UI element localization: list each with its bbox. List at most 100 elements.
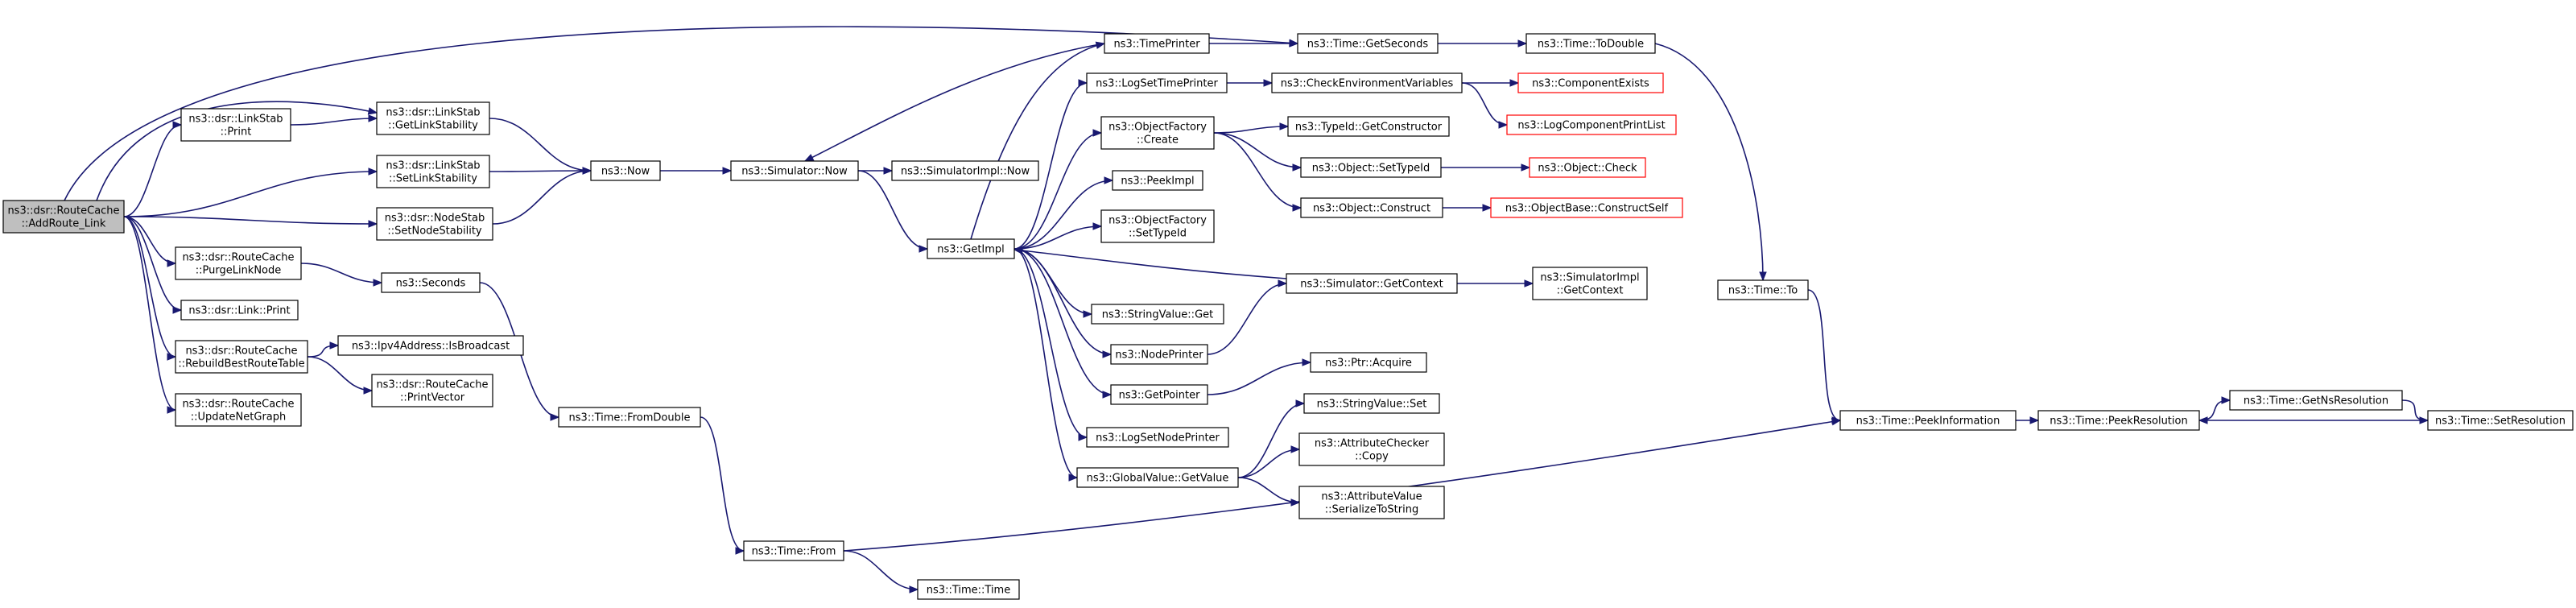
edge-line	[1013, 249, 1287, 279]
edge-of_create-to-typeid_getctor	[1213, 122, 1290, 134]
node-componentexists[interactable]: ns3::ComponentExists	[1517, 72, 1664, 93]
node-objbase_constructself[interactable]: ns3::ObjectBase::ConstructSelf	[1490, 197, 1683, 218]
node-sim_getcontext[interactable]: ns3::Simulator::GetContext	[1286, 273, 1458, 294]
node-simimpl_now[interactable]: ns3::SimulatorImpl::Now	[891, 160, 1039, 181]
node-peekimpl[interactable]: ns3::PeekImpl	[1112, 170, 1203, 191]
node-box	[1839, 410, 2017, 431]
edge-arrowhead	[909, 585, 919, 594]
node-addroute[interactable]: ns3::dsr::RouteCache::AddRoute_Link	[2, 200, 125, 234]
node-box	[1300, 157, 1442, 178]
node-getlinkstab[interactable]: ns3::dsr::LinkStab::GetLinkStability	[376, 101, 490, 135]
node-box	[1310, 352, 1427, 373]
node-logcomponentprintlist[interactable]: ns3::LogComponentPrintList	[1506, 114, 1677, 135]
node-peekres[interactable]: ns3::Time::PeekResolution	[2037, 410, 2200, 431]
edge-arrowhead	[1521, 163, 1531, 172]
node-stringvalue_get[interactable]: ns3::StringValue::Get	[1091, 304, 1224, 325]
node-label: ns3::Simulator::Now	[741, 166, 848, 178]
edge-line	[2401, 399, 2429, 421]
node-setnodestab[interactable]: ns3::dsr::NodeStab::SetNodeStability	[376, 207, 493, 241]
node-time_from[interactable]: ns3::Time::From	[743, 540, 844, 561]
node-box	[1091, 304, 1224, 325]
node-getseconds[interactable]: ns3::Time::GetSeconds	[1297, 33, 1439, 54]
node-gv_getvalue[interactable]: ns3::GlobalValue::GetValue	[1076, 467, 1239, 488]
node-getimpl[interactable]: ns3::GetImpl	[927, 238, 1015, 259]
node-logsettimeprinter[interactable]: ns3::LogSetTimePrinter	[1086, 72, 1228, 93]
node-obj_settypeid[interactable]: ns3::Object::SetTypeId	[1300, 157, 1442, 178]
edge-arrowhead	[1263, 79, 1274, 87]
edge-arrowhead	[1078, 433, 1088, 441]
node-now[interactable]: ns3::Now	[590, 160, 661, 181]
node-label: ns3::LogSetTimePrinter	[1096, 78, 1218, 90]
node-ptr_acquire[interactable]: ns3::Ptr::Acquire	[1310, 352, 1427, 373]
edge-arrowhead	[167, 406, 177, 414]
node-link_print[interactable]: ns3::dsr::Link::Print	[180, 300, 299, 321]
node-seconds[interactable]: ns3::Seconds	[381, 272, 481, 293]
node-sim_now[interactable]: ns3::Simulator::Now	[730, 160, 859, 181]
edge-sim_getcontext-to-getimpl	[1013, 246, 1287, 279]
node-box	[1525, 33, 1656, 54]
node-label: ns3::dsr::LinkStab	[188, 114, 283, 126]
node-time_to[interactable]: ns3::Time::To	[1717, 279, 1809, 300]
node-stringvalue_set[interactable]: ns3::StringValue::Set	[1303, 393, 1440, 414]
node-obj_check[interactable]: ns3::Object::Check	[1529, 157, 1646, 178]
node-box	[1490, 197, 1683, 218]
edge-line	[489, 170, 592, 172]
edge-arrowhead	[1278, 279, 1288, 287]
edge-arrowhead	[368, 220, 378, 228]
node-of_settypeid[interactable]: ns3::ObjectFactory::SetTypeId	[1100, 209, 1215, 243]
node-checkenv[interactable]: ns3::CheckEnvironmentVariables	[1271, 72, 1463, 93]
edge-arrowhead	[1013, 246, 1023, 254]
node-simimpl_getcontext[interactable]: ns3::SimulatorImpl::GetContext	[1532, 267, 1648, 300]
node-label: ns3::Time::SetResolution	[2435, 416, 2566, 428]
node-box	[371, 374, 493, 407]
node-time_time[interactable]: ns3::Time::Time	[917, 579, 1020, 600]
edge-line	[1013, 225, 1102, 250]
edge-arrowhead	[1498, 121, 1509, 129]
edge-timeprinter-to-sim_now	[803, 43, 1105, 162]
node-ipv4bcast[interactable]: ns3::Ipv4Address::IsBroadcast	[337, 335, 524, 356]
node-purgelinknode[interactable]: ns3::dsr::RouteCache::PurgeLinkNode	[175, 246, 302, 280]
node-attrvalue_ser[interactable]: ns3::AttributeValue::SerializeToString	[1298, 486, 1445, 519]
node-typeid_getctor[interactable]: ns3::TypeId::GetConstructor	[1287, 116, 1450, 137]
edge-line	[1013, 248, 1112, 395]
edge-arrowhead	[1292, 204, 1302, 212]
node-label: ns3::Now	[601, 166, 650, 178]
node-getnsres[interactable]: ns3::Time::GetNsResolution	[2229, 390, 2403, 411]
edge-arrowhead	[1302, 358, 1312, 366]
node-getpointer[interactable]: ns3::GetPointer	[1110, 384, 1208, 405]
node-updatenetgraph[interactable]: ns3::dsr::RouteCache::UpdateNetGraph	[175, 393, 302, 427]
edge-arrowhead	[2029, 416, 2040, 424]
node-timeprinter[interactable]: ns3::TimePrinter	[1104, 33, 1210, 54]
node-box	[1517, 72, 1664, 93]
edge-getimpl-to-getpointer	[1013, 248, 1113, 399]
node-obj_construct[interactable]: ns3::Object::Construct	[1300, 197, 1443, 218]
node-label: ns3::AttributeValue	[1321, 491, 1422, 503]
edge-arrowhead	[1102, 391, 1113, 399]
node-peekinfo[interactable]: ns3::Time::PeekInformation	[1839, 410, 2017, 431]
node-linkstab_print[interactable]: ns3::dsr::LinkStab::Print	[180, 108, 291, 142]
node-label: ns3::dsr::RouteCache	[185, 345, 297, 358]
node-fromdouble[interactable]: ns3::Time::FromDouble	[558, 407, 701, 428]
node-setres[interactable]: ns3::Time::SetResolution	[2427, 410, 2574, 431]
node-logsetnodeprinter[interactable]: ns3::LogSetNodePrinter	[1086, 427, 1229, 448]
node-of_create[interactable]: ns3::ObjectFactory::Create	[1100, 116, 1215, 150]
node-setlinkstab[interactable]: ns3::dsr::LinkStab::SetLinkStability	[376, 155, 490, 188]
edge-arrowhead	[1290, 445, 1301, 453]
edge-timeprinter-to-getseconds	[1209, 39, 1299, 48]
node-box	[180, 300, 299, 321]
node-box	[337, 335, 524, 356]
node-printvector[interactable]: ns3::dsr::RouteCache::PrintVector	[371, 374, 493, 407]
edge-getimpl-to-nodeprinter	[1013, 248, 1113, 358]
node-label: ns3::Time::PeekResolution	[2050, 416, 2187, 428]
node-box	[180, 108, 291, 142]
node-attrchecker_copy[interactable]: ns3::AttributeChecker::Copy	[1298, 432, 1445, 466]
node-label: ns3::SimulatorImpl::Now	[901, 166, 1030, 178]
edge-gv_getvalue-to-attrvalue_ser	[1237, 477, 1301, 507]
node-box	[1717, 279, 1809, 300]
node-nodeprinter[interactable]: ns3::NodePrinter	[1110, 344, 1208, 365]
node-todouble[interactable]: ns3::Time::ToDouble	[1525, 33, 1656, 54]
node-rebuild[interactable]: ns3::dsr::RouteCache::RebuildBestRouteTa…	[175, 340, 308, 374]
edge-line	[64, 26, 1298, 201]
node-label: ::GetLinkStability	[388, 120, 478, 132]
edge-line	[123, 216, 378, 225]
